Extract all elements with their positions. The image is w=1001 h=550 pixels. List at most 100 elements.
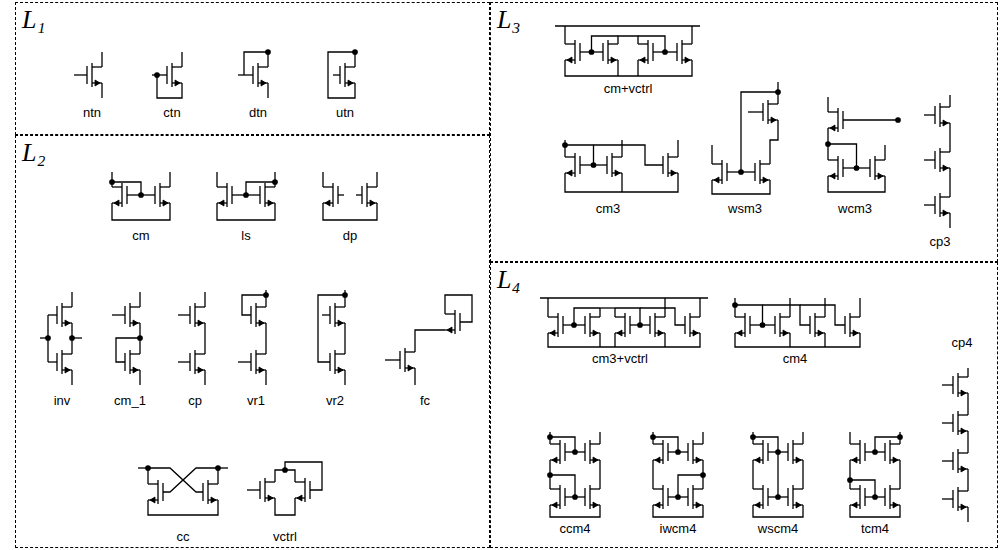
wire xyxy=(217,203,275,220)
library-region: L₂ xyxy=(15,135,490,548)
wire xyxy=(238,361,251,362)
mosfet-symbol xyxy=(763,100,778,124)
source-arrow xyxy=(611,57,616,63)
circuit-name: vctrl xyxy=(273,529,297,544)
wire xyxy=(924,159,935,160)
mosfet-symbol xyxy=(810,313,825,337)
mosfet-symbol xyxy=(953,411,968,435)
mosfet-symbol xyxy=(850,485,865,509)
circuit-name: cm3 xyxy=(596,201,621,216)
wire xyxy=(169,172,170,187)
source-arrow xyxy=(961,466,966,472)
mosfet-line xyxy=(195,306,205,307)
mosfet-symbol xyxy=(650,313,665,337)
junction-dot xyxy=(283,468,287,472)
wire xyxy=(74,74,87,75)
mosfet-line xyxy=(653,443,663,444)
wire xyxy=(112,314,125,315)
mosfet-symbol xyxy=(565,153,580,177)
mosfet-symbol xyxy=(712,160,727,184)
mosfet-symbol xyxy=(260,183,275,207)
wire xyxy=(638,36,665,52)
mosfet-line xyxy=(793,443,803,444)
source-arrow xyxy=(150,497,155,503)
wire xyxy=(275,498,295,515)
mosfet-line xyxy=(590,443,600,444)
mosfet-line xyxy=(958,376,968,377)
wire xyxy=(71,370,72,385)
wire xyxy=(949,168,950,197)
junction-dot xyxy=(701,473,705,477)
wire xyxy=(802,460,803,489)
wire xyxy=(565,173,678,192)
wire xyxy=(967,431,968,453)
mosfet-line xyxy=(793,488,803,489)
schematic-group xyxy=(40,26,968,522)
mosfet-line xyxy=(940,151,950,152)
wire xyxy=(322,314,330,315)
mosfet-symbol xyxy=(565,40,580,64)
mosfet-line xyxy=(958,490,968,491)
mosfet-symbol xyxy=(753,485,768,509)
source-arrow xyxy=(268,495,273,501)
wire xyxy=(824,333,825,347)
wire xyxy=(139,370,140,385)
wire xyxy=(138,467,148,468)
source-arrow xyxy=(878,173,883,179)
source-arrow xyxy=(550,330,555,336)
wire xyxy=(942,498,953,499)
wire xyxy=(139,292,140,307)
wire xyxy=(565,145,594,165)
wire xyxy=(942,422,953,423)
mosfet-line xyxy=(682,43,692,44)
wire xyxy=(285,462,322,490)
source-arrow xyxy=(658,330,663,336)
mosfet-line xyxy=(760,163,770,164)
mosfet-line xyxy=(256,353,266,354)
wire xyxy=(163,468,218,492)
mosfet-line xyxy=(335,353,345,354)
source-arrow xyxy=(685,57,690,63)
wire xyxy=(101,83,102,98)
level-label: L₁ xyxy=(22,5,46,35)
source-arrow xyxy=(755,502,760,508)
source-arrow xyxy=(338,320,343,326)
wire xyxy=(415,330,445,352)
source-arrow xyxy=(198,367,203,373)
wire xyxy=(859,298,860,317)
mosfet-line xyxy=(367,186,377,187)
wire xyxy=(550,475,575,497)
wire xyxy=(318,295,345,362)
mosfet-symbol xyxy=(323,183,338,207)
mosfet-symbol xyxy=(251,303,266,327)
wire xyxy=(204,292,205,307)
mosfet-symbol xyxy=(885,440,900,464)
mosfet-symbol xyxy=(155,183,170,207)
wire xyxy=(565,60,692,76)
circuit-name: cm3+vctrl xyxy=(592,351,648,366)
mosfet-line xyxy=(550,443,560,444)
mosfet-line xyxy=(712,163,722,164)
wire xyxy=(356,194,362,195)
wire xyxy=(599,460,600,489)
wire xyxy=(949,213,950,228)
wire xyxy=(101,52,102,67)
source-arrow xyxy=(615,170,620,176)
wire xyxy=(967,393,968,415)
mosfet-line xyxy=(875,159,885,160)
source-arrow xyxy=(696,457,701,463)
wire xyxy=(752,460,753,489)
source-arrow xyxy=(755,457,760,463)
junction-dot xyxy=(353,50,357,54)
source-arrow xyxy=(655,457,660,463)
source-arrow xyxy=(338,367,343,373)
wire xyxy=(112,203,170,220)
circuit-name: cc xyxy=(177,529,190,544)
library-region: L₃ xyxy=(490,2,998,262)
wire xyxy=(712,180,770,194)
mosfet-line xyxy=(608,43,618,44)
junction-dot xyxy=(548,473,552,477)
wire xyxy=(322,172,323,187)
mosfet-line xyxy=(753,443,763,444)
